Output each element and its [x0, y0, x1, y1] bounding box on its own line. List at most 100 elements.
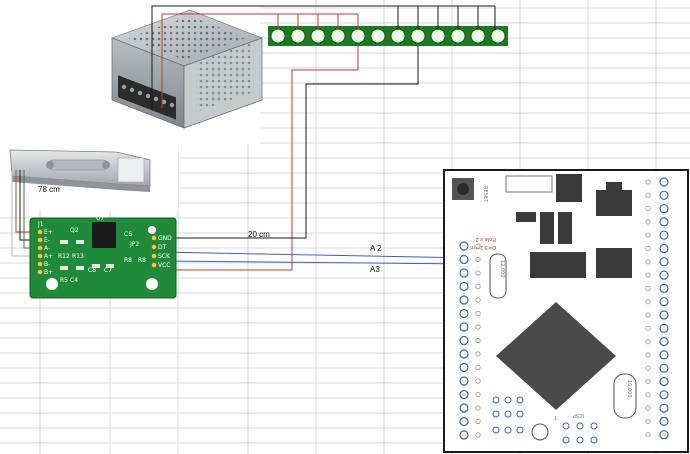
header-pin: [659, 177, 669, 187]
header-pin: [645, 378, 651, 385]
hx711-right-pin-label: DT: [158, 244, 167, 251]
header-pin: [645, 192, 651, 198]
icsp-pin: [562, 436, 570, 444]
hx711-part-label: C8: [88, 267, 96, 274]
usb-connector: [505, 175, 553, 193]
hx711-left-pin-label: B-: [44, 261, 50, 268]
header-pin: [459, 268, 469, 278]
header-pin: [459, 403, 469, 413]
wire-loadcell-white: [11, 170, 34, 257]
wire-black-bus: [151, 5, 495, 110]
hx711-part-label: C7: [104, 267, 112, 274]
header-pin: [504, 426, 512, 434]
hx711-left-pin-label: E+: [44, 229, 53, 236]
wire-loadcell-red: [15, 170, 34, 233]
icsp-pin: [576, 436, 584, 444]
hx711-pin-pad: [151, 253, 157, 259]
hx711-pin-pad: [37, 229, 43, 235]
arduino-right-header: [645, 177, 669, 440]
hx711-part-label: J1: [37, 221, 44, 228]
header-pin: [475, 405, 481, 411]
header-pin: [645, 418, 651, 424]
wire-label-a3: A3: [370, 265, 380, 274]
wire-red-vcc: [158, 46, 359, 271]
svg-text:Hole x 2: Hole x 2: [475, 236, 496, 242]
icsp-pin: [590, 422, 598, 430]
header-pin: [645, 299, 651, 305]
hx711-pin-pad: [151, 244, 157, 250]
hx711-pin-pad: [37, 245, 43, 251]
crystal-big-label: 16.000: [626, 380, 632, 398]
cable-length-label: 20 cm: [248, 230, 270, 239]
terminal-screw: [410, 28, 426, 44]
hx711-pin-pad: [37, 261, 43, 267]
header-pin: [475, 324, 481, 330]
header-pin: [645, 405, 651, 411]
header-pin: [659, 337, 669, 347]
hx711-part-label: R8: [124, 257, 132, 264]
hx711-pin-pad: [151, 262, 157, 268]
header-pin: [659, 190, 669, 200]
hx711-pin-pad: [37, 253, 43, 259]
header-pin: [459, 281, 469, 292]
header-pin: [475, 283, 481, 290]
header-pin: [645, 206, 651, 212]
hx711-chip: [92, 222, 116, 248]
header-pin: [459, 389, 469, 400]
header-pin: [659, 217, 669, 227]
terminal-screw: [350, 28, 366, 44]
header-pin: [659, 204, 669, 214]
reset-label: RESET: [482, 186, 488, 203]
header-pin: [659, 430, 669, 440]
hx711-left-pin-label: A+: [44, 253, 53, 260]
wire-label-a2: A 2: [370, 244, 382, 253]
crystal-big: [613, 373, 637, 419]
arduino-board: RESET Hole x 2 D=3.2mm 12.000 16.000 ICS…: [443, 169, 689, 453]
header-pin: [645, 285, 651, 291]
icsp-pin: [562, 422, 570, 430]
load-cell-length-label: 78 cm: [38, 185, 60, 194]
header-pin: [475, 378, 481, 384]
header-pin: [645, 245, 651, 252]
hx711-part-label: C6: [124, 231, 132, 238]
hx711-part-label: Q2: [70, 227, 79, 234]
header-pin: [516, 426, 524, 434]
mounting-hole: [531, 423, 549, 441]
header-pin: [475, 391, 481, 398]
header-pin: [492, 426, 500, 434]
hx711-pin-pad: [37, 237, 43, 243]
header-pin: [475, 270, 481, 276]
header-pin: [459, 254, 469, 265]
header-pin: [659, 376, 669, 387]
icsp-label: ICSP: [573, 412, 584, 418]
header-pin: [475, 351, 481, 357]
terminal-screw: [390, 28, 406, 44]
hx711-left-pin-label: B+: [44, 269, 53, 276]
hx711-right-pin-label: SCK: [158, 253, 171, 260]
header-pin: [645, 232, 651, 238]
hx711-pin-pad: [151, 235, 157, 241]
power-supply-unit: [110, 9, 264, 129]
header-pin: [645, 432, 651, 438]
header-pin: [504, 410, 512, 418]
load-cell: 78 cm: [9, 149, 151, 194]
svg-text:D=3.2mm: D=3.2mm: [470, 244, 496, 250]
hx711-part-label: U7: [96, 215, 104, 222]
terminal-screws: [270, 28, 506, 44]
hx711-left-pins: E+E-A-A+B-B+: [37, 229, 53, 276]
header-pin: [475, 432, 481, 438]
hx711-pin-pad: [37, 269, 43, 275]
reset-button-cap-icon: [457, 183, 469, 195]
header-pin: [475, 418, 481, 425]
header-pin: [645, 219, 651, 225]
terminal-screw: [370, 28, 386, 44]
header-pin: [459, 308, 469, 319]
icsp-pin: [576, 422, 584, 430]
header-pin: [659, 403, 669, 413]
header-pin: [504, 396, 512, 404]
header-pin: [459, 335, 469, 346]
wire-blue-a2: [157, 251, 471, 259]
smd-component: [76, 266, 84, 270]
